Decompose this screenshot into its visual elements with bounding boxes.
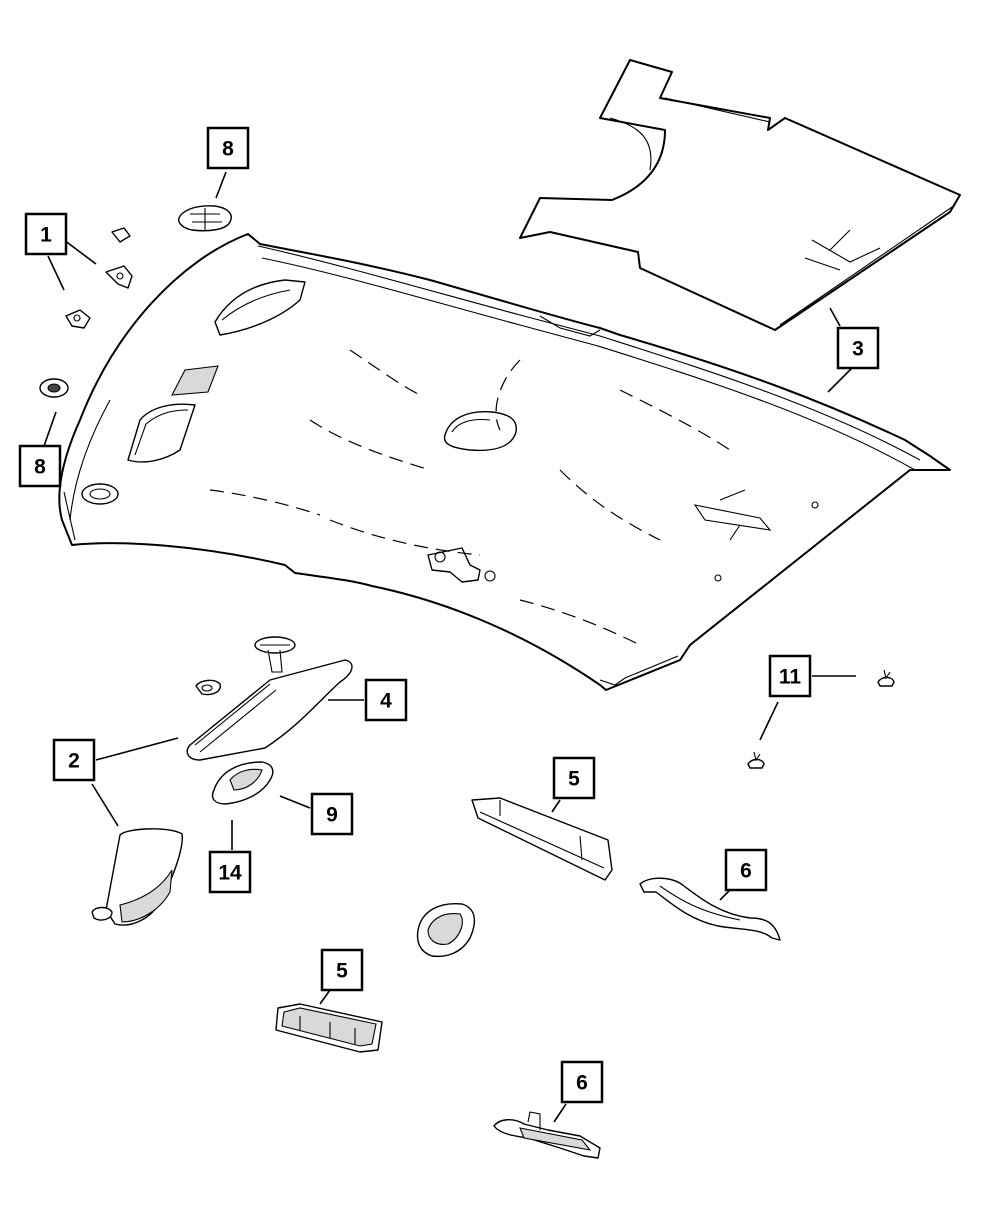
callout-label: 3 [852, 338, 864, 361]
callout-14: 14 [208, 850, 252, 894]
leader-2-a [95, 737, 179, 761]
leader-8-lower [43, 411, 57, 447]
clip-8-upper [178, 205, 232, 232]
callout-label: 6 [740, 860, 752, 883]
leader-1-b [47, 255, 65, 291]
grab-handle-upper [639, 877, 781, 941]
sun-visor-left [186, 636, 353, 761]
callout-2: 2 [52, 738, 96, 782]
callout-label: 8 [34, 456, 46, 479]
leader-5-upper [551, 799, 561, 813]
callout-8-upper: 8 [206, 126, 250, 170]
leader-5-lower [319, 989, 331, 1005]
sun-visor-right [91, 828, 183, 926]
grab-handle-base-lower [275, 1003, 383, 1053]
headliner-shell [58, 233, 951, 691]
callout-8-lower: 8 [18, 444, 62, 488]
clip-1-parts [65, 227, 133, 329]
callout-label: 5 [568, 768, 580, 791]
callout-label: 4 [380, 690, 392, 713]
grab-handle-cover-upper [471, 797, 613, 881]
leader-11-b [759, 701, 779, 741]
callout-3: 3 [836, 326, 880, 370]
leader-3-b [827, 367, 853, 393]
callout-label: 8 [222, 138, 234, 161]
headliner-insulation-pad [519, 59, 961, 331]
grab-handle-lower [493, 1111, 601, 1159]
screws-11 [747, 669, 895, 769]
callout-label: 6 [576, 1072, 588, 1095]
callout-1: 1 [24, 212, 68, 256]
leader-6-lower [553, 1103, 567, 1123]
callout-4: 4 [364, 678, 408, 722]
clip-8-lower [39, 378, 69, 398]
callout-label: 2 [68, 750, 80, 773]
dome-lamp-housing [416, 903, 476, 958]
callout-label: 9 [326, 804, 338, 827]
leader-3 [829, 307, 841, 327]
leader-8-upper [215, 171, 227, 199]
visor-clip-9-14 [211, 761, 274, 805]
callout-6-lower: 6 [560, 1060, 604, 1104]
callout-label: 11 [779, 666, 802, 689]
leader-1-a [63, 239, 97, 265]
callout-5-lower: 5 [320, 948, 364, 992]
callout-5-upper: 5 [552, 756, 596, 800]
callout-9: 9 [310, 792, 354, 836]
leader-9 [279, 795, 311, 809]
leader-2-b [91, 783, 119, 827]
callout-6-upper: 6 [724, 848, 768, 892]
callout-label: 14 [218, 862, 242, 885]
callout-label: 1 [40, 224, 52, 247]
callout-label: 5 [336, 960, 348, 983]
callout-11: 11 [768, 654, 812, 698]
leader-lines [43, 171, 856, 1123]
